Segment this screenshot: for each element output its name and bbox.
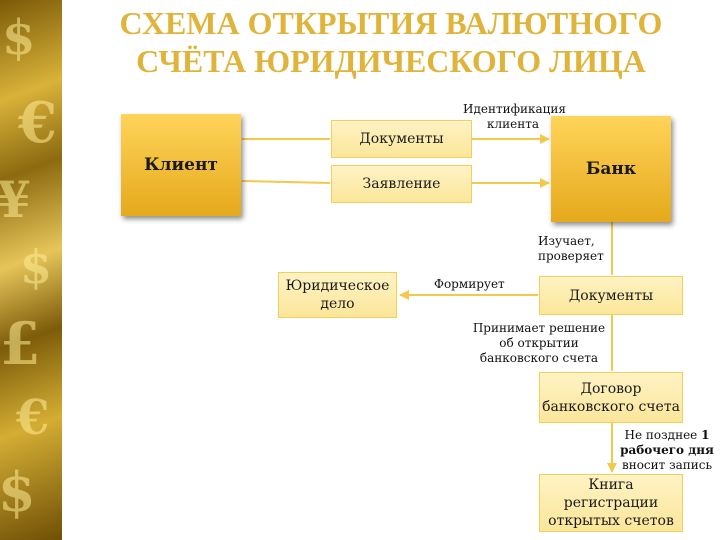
client-box: Клиент	[121, 114, 241, 216]
application-box: Заявление	[331, 165, 472, 203]
decorative-currency-strip: $ € ¥ $ £ € $	[0, 0, 62, 540]
deadline-prefix: Не позднее	[624, 428, 702, 442]
deadline-emphasis: 1 рабочего дня	[620, 428, 714, 457]
arrow-client-application	[241, 180, 331, 184]
legal-file-box: Юридическое дело	[278, 272, 397, 318]
deadline-label: Не позднее 1 рабочего дня вносит запись	[620, 428, 714, 473]
bank-documents-box: Документы	[539, 276, 683, 315]
studies-label: Изучает, проверяет	[538, 234, 604, 263]
deadline-suffix: вносит запись	[621, 458, 713, 472]
decision-label: Принимает решение об открытии банковског…	[472, 321, 606, 365]
bank-box: Банк	[551, 116, 671, 222]
documents-box: Документы	[331, 120, 472, 158]
forms-label: Формирует	[434, 277, 505, 291]
identification-label: Идентификация клиента	[463, 102, 566, 131]
contract-box: Договор банковского счета	[539, 372, 683, 423]
registry-box: Книга регистрации открытых счетов	[539, 474, 683, 532]
page-title: СХЕМА ОТКРЫТИЯ ВАЛЮТНОГО СЧЁТА ЮРИДИЧЕСК…	[119, 5, 663, 79]
